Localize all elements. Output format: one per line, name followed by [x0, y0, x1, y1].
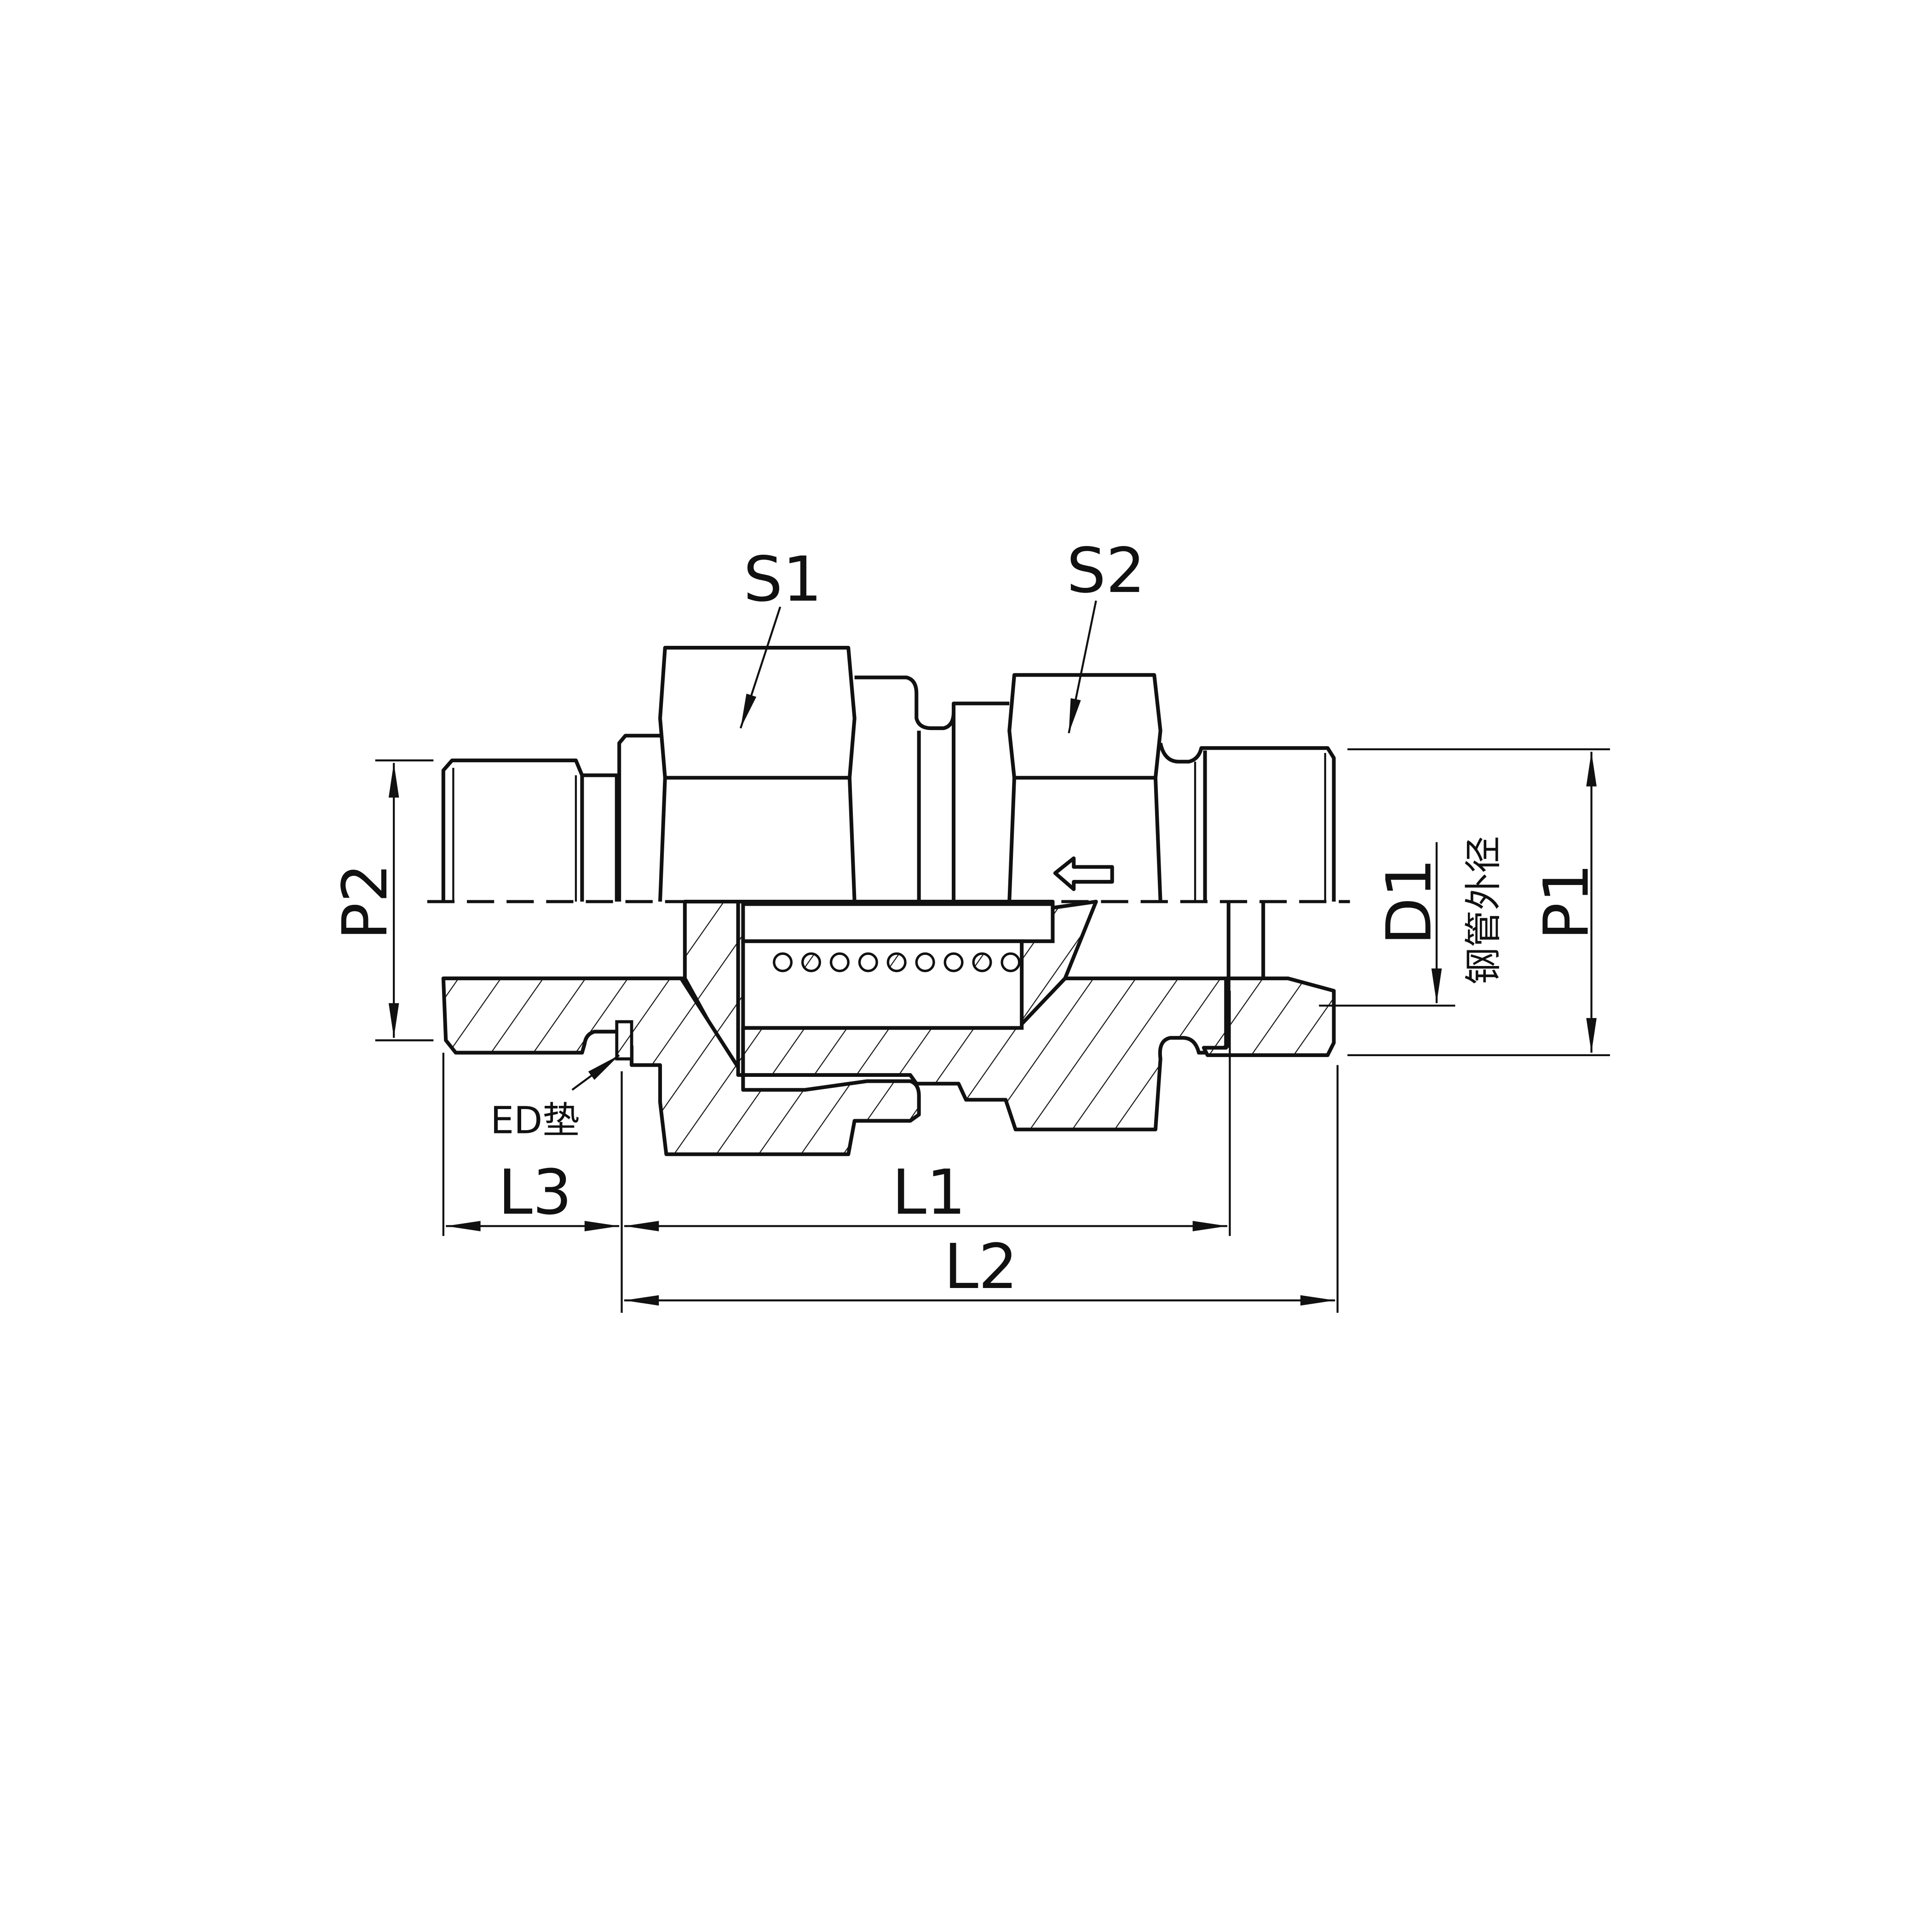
p1-label: P1	[1530, 863, 1603, 940]
s1-label: S1	[743, 543, 822, 615]
l1-label: L1	[892, 1156, 966, 1228]
s2-leader	[1068, 600, 1097, 734]
spring-coil	[773, 952, 793, 972]
s1-leader	[739, 606, 782, 729]
collar	[617, 734, 660, 902]
ed-seal-label: ED垫	[490, 1099, 580, 1142]
ed-seal-ring	[615, 1020, 633, 1061]
spring-coil	[858, 952, 878, 972]
d1-note: 钢管外径	[1462, 836, 1505, 984]
l3-label: L3	[498, 1156, 572, 1228]
fitting-outline-upper	[441, 646, 1336, 902]
spring-coil	[801, 952, 821, 972]
d1-label: D1	[1373, 858, 1445, 945]
spring-coil	[943, 952, 964, 972]
spring-coil	[886, 952, 907, 972]
extension-lines	[375, 748, 1610, 1313]
hex-nut-s1	[658, 646, 857, 902]
ed-seal-leader	[571, 1054, 620, 1091]
spring-coil	[829, 952, 850, 972]
spring-coil	[1000, 952, 1021, 972]
p2-label: P2	[329, 863, 401, 940]
spring	[773, 952, 1021, 972]
flow-direction-arrow-icon	[1053, 856, 1114, 891]
spring-coil	[972, 952, 992, 972]
l2-label: L2	[944, 1230, 1018, 1303]
spring-coil	[915, 952, 935, 972]
left-male-thread	[441, 759, 584, 902]
fitting-section-lower	[441, 899, 1336, 1156]
hex-nut-s2	[1007, 673, 1162, 902]
s2-label: S2	[1067, 535, 1145, 607]
